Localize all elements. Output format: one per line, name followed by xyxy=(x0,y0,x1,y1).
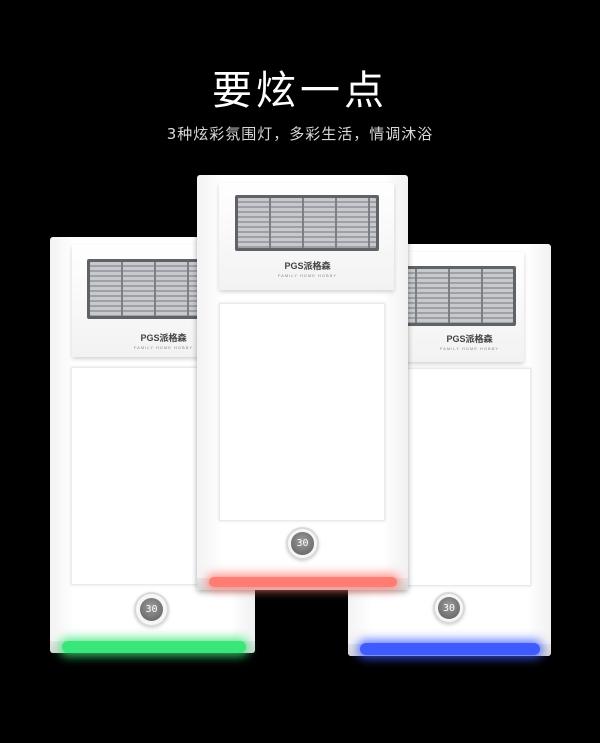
brand-logo: PGS派格森 FAMILY HOME HOBBY xyxy=(246,259,369,278)
ambient-light-strip-red xyxy=(209,577,397,587)
ambient-light-strip-blue xyxy=(360,643,540,655)
light-panel xyxy=(406,368,531,586)
vent-grille xyxy=(235,195,379,251)
brand-tagline: FAMILY HOME HOBBY xyxy=(439,346,500,351)
brand-tagline: FAMILY HOME HOBBY xyxy=(277,273,338,278)
display-button[interactable]: 30 xyxy=(286,527,319,560)
brand-tagline: FAMILY HOME HOBBY xyxy=(133,345,194,350)
light-panel xyxy=(219,303,385,521)
ambient-light-strip-green xyxy=(62,641,246,653)
vent-panel: PGS派格森 FAMILY HOME HOBBY xyxy=(219,183,394,290)
temperature-display: 30 xyxy=(291,532,314,555)
brand-name: PGS派格森 xyxy=(446,334,493,344)
headline: 要炫一点 xyxy=(212,68,388,114)
display-button[interactable]: 30 xyxy=(433,592,465,624)
display-button[interactable]: 30 xyxy=(134,592,169,627)
temperature-display: 30 xyxy=(438,597,460,619)
subheadline: 3种炫彩氛围灯，多彩生活，情调沐浴 xyxy=(166,125,434,143)
brand-name: PGS派格森 xyxy=(140,333,187,343)
brand-name: PGS派格森 xyxy=(284,261,331,271)
temperature-display: 30 xyxy=(139,597,164,622)
heater-unit-center: PGS派格森 FAMILY HOME HOBBY 30 xyxy=(197,175,408,590)
brand-logo: PGS派格森 FAMILY HOME HOBBY xyxy=(408,332,531,351)
brand-logo: PGS派格森 FAMILY HOME HOBBY xyxy=(102,331,225,350)
light-panel xyxy=(71,367,198,585)
